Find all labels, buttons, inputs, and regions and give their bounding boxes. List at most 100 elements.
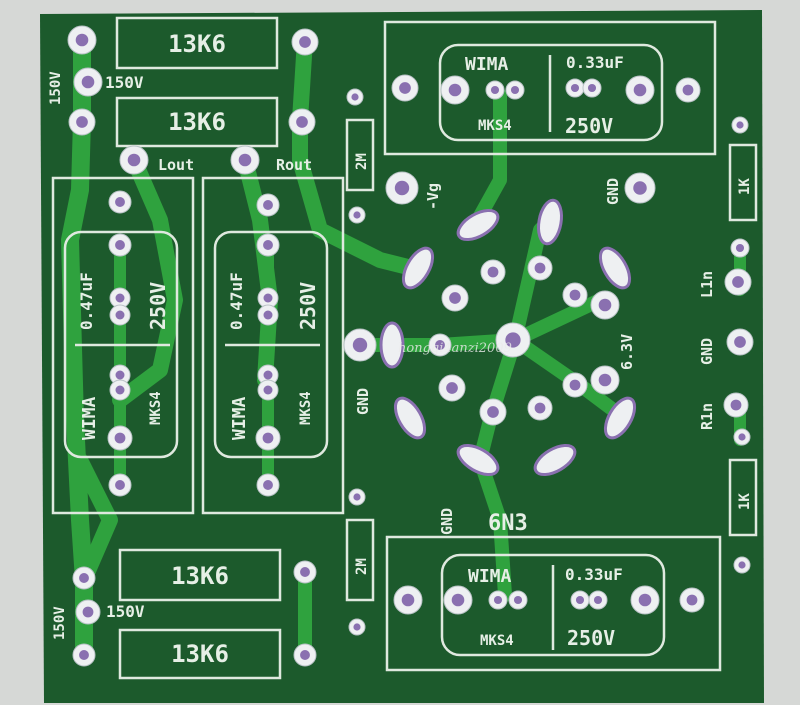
tube-socket-pad <box>456 443 500 477</box>
drill-hole <box>115 480 125 490</box>
capacitor-left: 0.47uF 250V WIMA MKS4 <box>51 176 195 515</box>
drill-hole <box>115 197 125 207</box>
drill-hole <box>448 83 462 97</box>
solder-pads <box>67 25 754 667</box>
drill-hole <box>81 75 95 89</box>
cap-voltage: 250V <box>565 114 613 138</box>
drill-hole <box>263 310 273 320</box>
resistor-label: 13K6 <box>171 640 229 668</box>
resistor-13k6-2: 13K6 <box>115 96 279 148</box>
resistor-1k-bottom: 1K <box>728 458 758 537</box>
cap-series: MKS4 <box>298 391 314 425</box>
drill-hole <box>115 310 125 320</box>
drill-hole <box>351 93 359 101</box>
resistor-13k6-1: 13K6 <box>115 16 279 70</box>
tube-socket-pad <box>393 396 427 440</box>
drill-hole <box>300 650 310 660</box>
voltage-label: 150V <box>48 71 64 105</box>
drill-hole <box>79 650 89 660</box>
drill-hole <box>598 298 612 312</box>
neg-grid-label: -Vg <box>424 183 442 210</box>
drill-hole <box>493 595 503 605</box>
drill-hole <box>587 83 597 93</box>
drill-hole <box>735 243 745 253</box>
drill-hole <box>487 406 499 418</box>
drill-hole <box>598 373 612 387</box>
gnd-label: GND <box>354 388 372 415</box>
tube-socket-pad <box>537 198 563 246</box>
drill-hole <box>75 33 89 47</box>
drill-hole <box>262 432 274 444</box>
drill-hole <box>593 595 603 605</box>
cap-voltage: 250V <box>567 626 615 650</box>
heater-label: 6.3V <box>618 334 636 370</box>
drill-hole <box>353 493 361 501</box>
drill-hole <box>505 332 521 348</box>
drill-hole <box>638 593 652 607</box>
drill-hole <box>730 399 742 411</box>
drill-hole <box>76 116 88 128</box>
voltage-label: 150V <box>52 606 68 640</box>
drill-hole <box>401 593 415 607</box>
resistor-1k-top: 1K <box>728 143 758 222</box>
drill-hole <box>734 336 746 348</box>
tube-socket-pad <box>401 246 435 290</box>
tube-socket-pad <box>598 246 632 290</box>
drill-hole <box>738 561 746 569</box>
drill-hole <box>127 153 141 167</box>
drill-hole <box>569 289 581 301</box>
lin-label: L1n <box>698 271 716 298</box>
resistor-label: 1K <box>737 493 753 510</box>
rin-label: R1n <box>698 403 716 430</box>
drill-hole <box>114 432 126 444</box>
cap-series: MKS4 <box>148 391 164 425</box>
drill-hole <box>738 433 746 441</box>
cap-value: 0.33uF <box>565 565 623 584</box>
drill-hole <box>353 623 361 631</box>
cap-voltage: 250V <box>146 282 170 330</box>
drill-hole <box>299 36 311 48</box>
drill-hole <box>399 82 411 94</box>
drill-hole <box>435 340 445 350</box>
drill-hole <box>263 385 273 395</box>
drill-hole <box>238 153 252 167</box>
resistor-label: 2M <box>354 153 370 170</box>
drill-hole <box>394 180 410 196</box>
tube-label: 6N3 <box>488 511 528 536</box>
voltage-label: 150V <box>105 73 144 92</box>
drill-hole <box>263 370 273 380</box>
resistor-13k6-4: 13K6 <box>118 628 282 680</box>
cap-voltage: 250V <box>296 282 320 330</box>
drill-hole <box>633 83 647 97</box>
drill-hole <box>510 85 520 95</box>
tube-socket-pad <box>379 321 405 369</box>
cap-brand: WIMA <box>229 396 250 440</box>
resistor-label: 2M <box>354 558 370 575</box>
drill-hole <box>353 211 361 219</box>
gnd-label: GND <box>604 178 622 205</box>
cap-brand: WIMA <box>79 396 100 440</box>
resistor-13k6-3: 13K6 <box>118 548 282 602</box>
drill-hole <box>575 595 585 605</box>
rout-label: Rout <box>276 156 312 174</box>
drill-hole <box>736 121 744 129</box>
gnd-label: GND <box>438 508 456 535</box>
cap-series: MKS4 <box>478 118 512 134</box>
drill-hole <box>534 262 546 274</box>
gnd-label: GND <box>698 338 716 365</box>
drill-hole <box>633 181 647 195</box>
capacitor-bottom: WIMA 0.33uF MKS4 250V <box>385 535 722 672</box>
resistor-label: 13K6 <box>168 30 226 58</box>
drill-hole <box>300 567 310 577</box>
drill-hole <box>352 337 368 353</box>
drill-hole <box>115 240 125 250</box>
watermark: hongqi4anzi2009 <box>398 341 512 356</box>
drill-hole <box>513 595 523 605</box>
capacitor-middle: 0.47uF 250V WIMA MKS4 <box>201 176 345 515</box>
drill-hole <box>451 593 465 607</box>
drill-hole <box>682 84 694 96</box>
drill-hole <box>487 266 499 278</box>
resistor-label: 1K <box>737 178 753 195</box>
cap-brand: WIMA <box>465 54 509 75</box>
capacitor-top: WIMA 0.33uF MKS4 250V <box>383 20 717 156</box>
